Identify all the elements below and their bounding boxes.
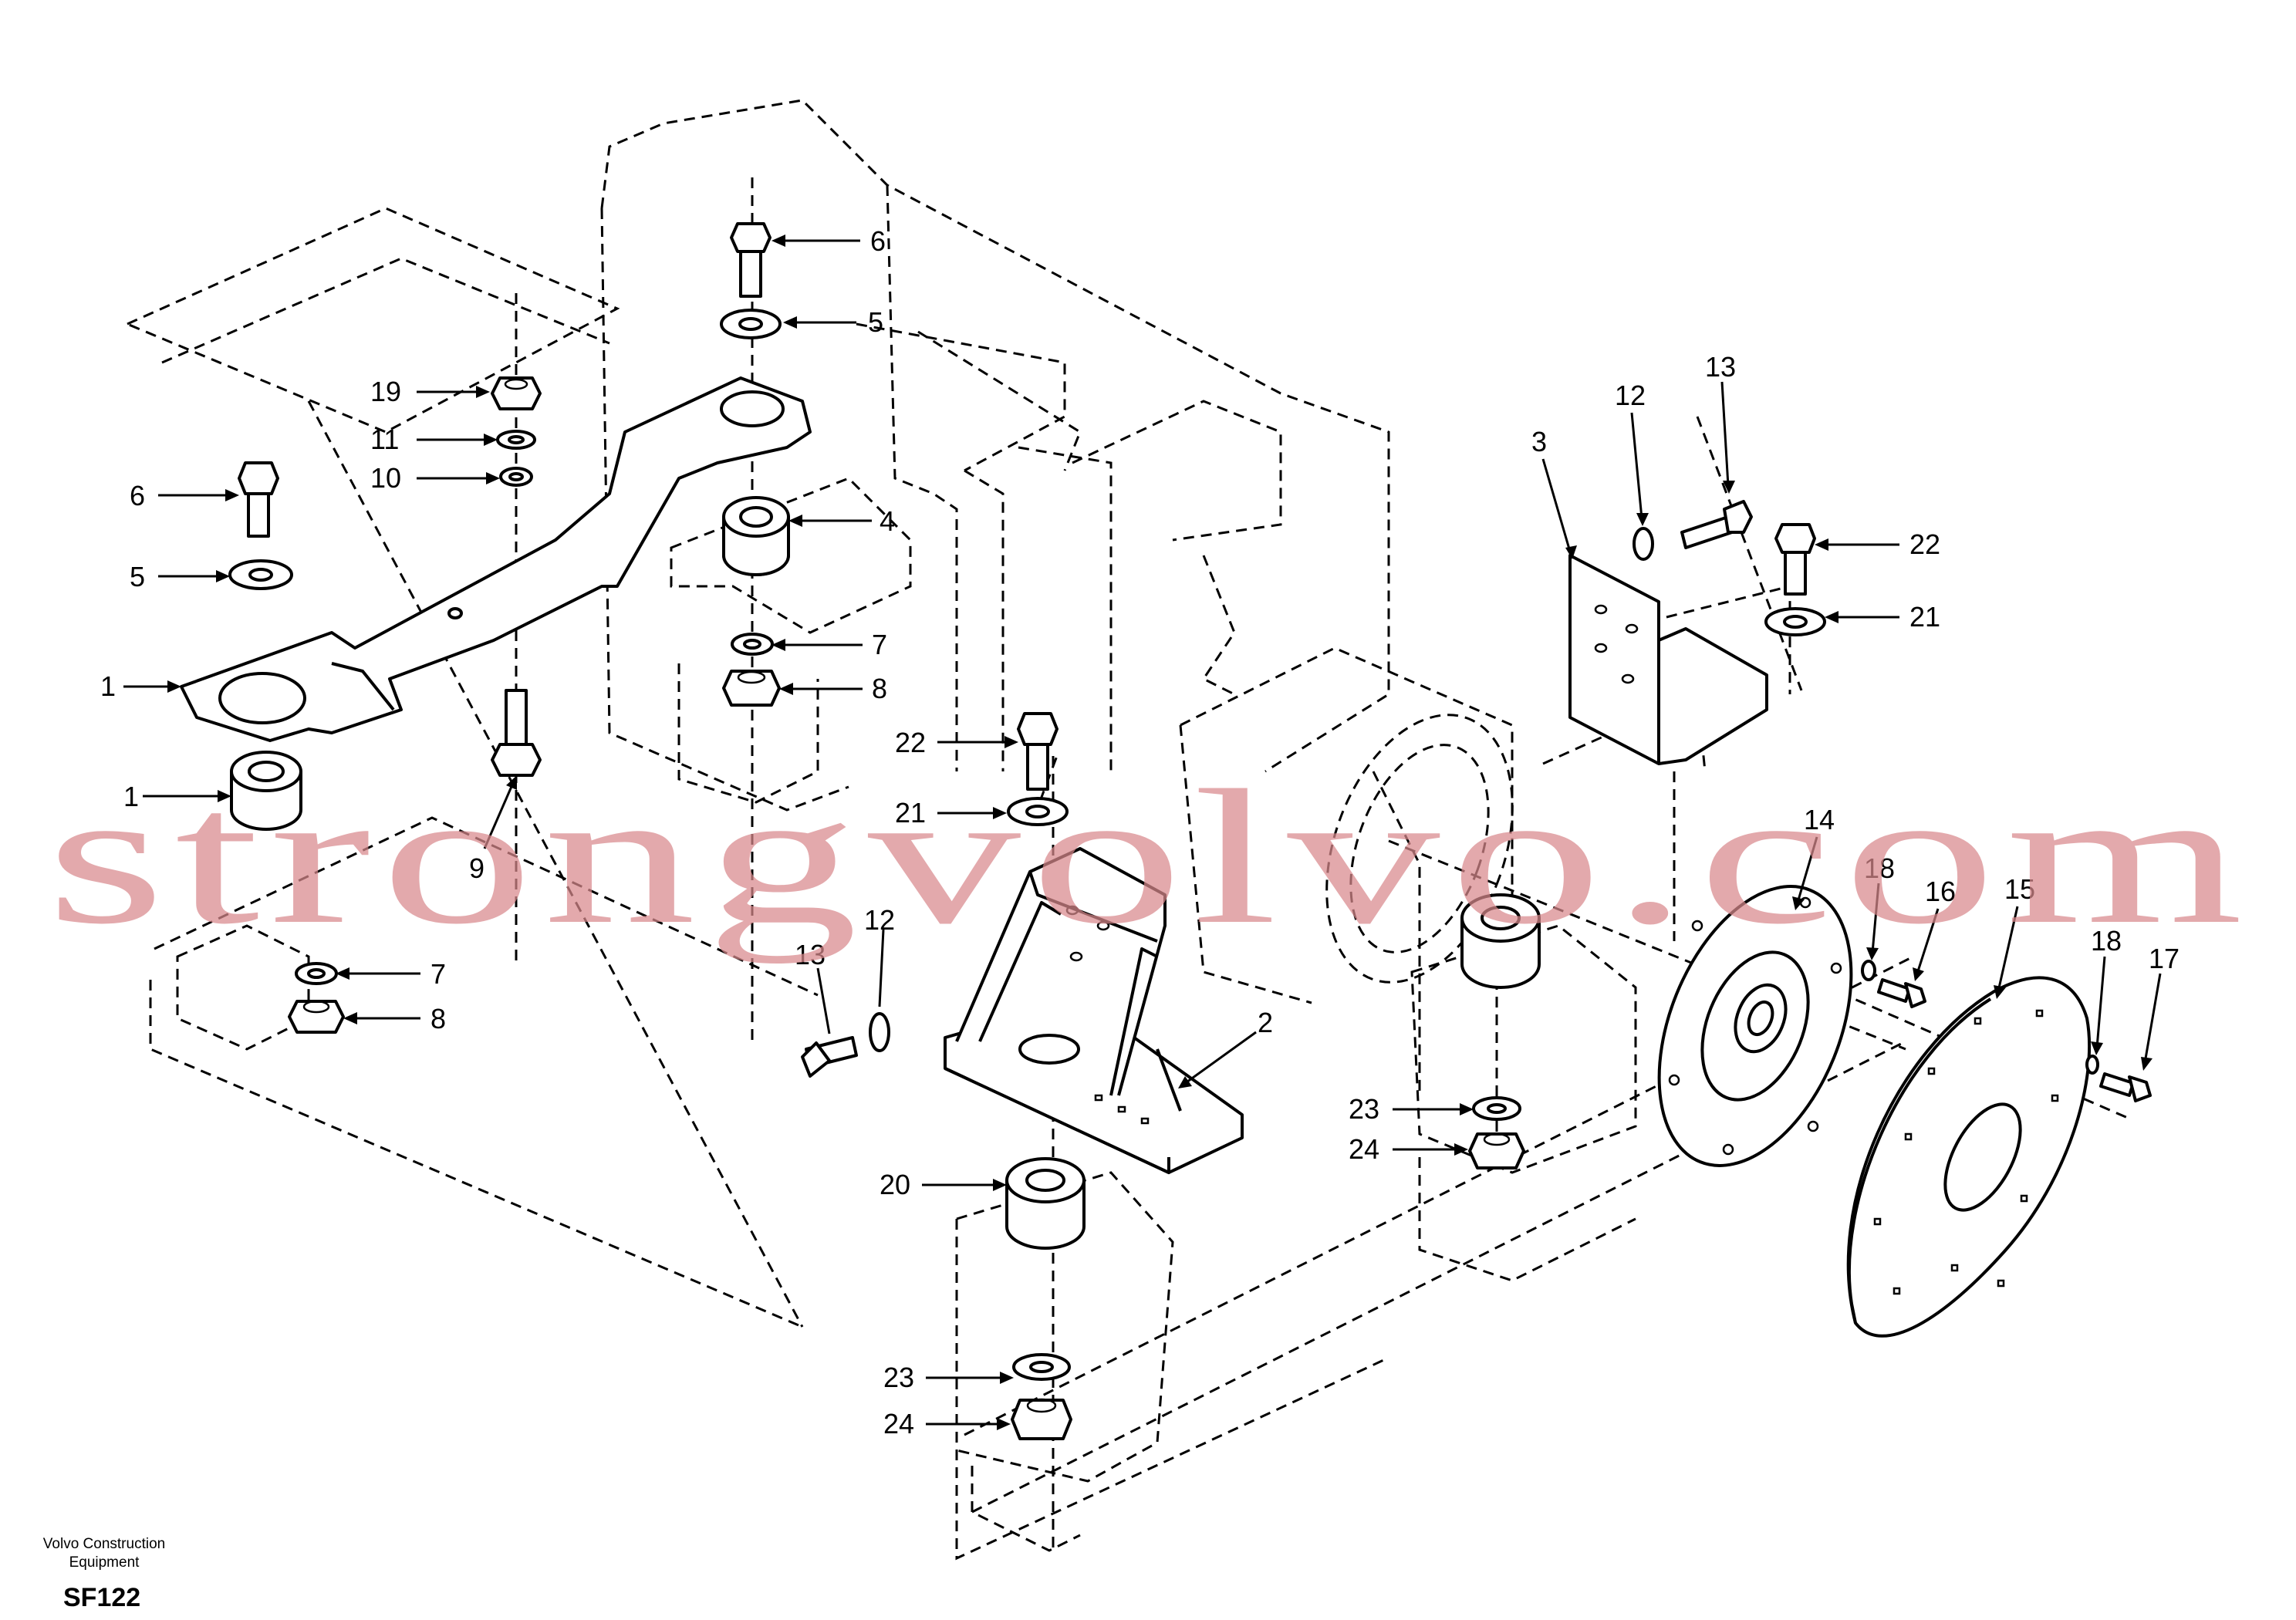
part-24-nut-low — [1011, 1398, 1072, 1440]
part-23-washer-mid — [1472, 1096, 1521, 1121]
part-8-nut-mid — [722, 670, 781, 707]
callout-8-low: 8 — [430, 1003, 446, 1034]
part-19-nut — [491, 376, 542, 410]
callout-17: 17 — [2149, 943, 2180, 974]
callout-8-mid: 8 — [872, 673, 887, 704]
callout-6-top: 6 — [870, 225, 886, 257]
callout-7-mid: 7 — [872, 629, 887, 660]
part-12-washer-lower — [869, 1012, 890, 1052]
callout-19: 19 — [370, 376, 401, 407]
part-8-nut-low — [288, 1000, 345, 1034]
company-line-1: Volvo Construction — [42, 1536, 166, 1552]
part-22-bolt-center — [1017, 712, 1059, 791]
callout-6-left: 6 — [130, 480, 145, 511]
part-1-lower-mount — [230, 751, 302, 831]
callout-3: 3 — [1531, 426, 1547, 457]
callout-24-low: 24 — [883, 1408, 914, 1439]
leader-lines — [123, 235, 2162, 1430]
part-18-washer-b — [2085, 1055, 2099, 1075]
part-20-rubber-mount — [1005, 1157, 1086, 1250]
right-rubber-mount — [1460, 893, 1541, 989]
part-15-flywheel-plate — [1846, 976, 2092, 1338]
part-13-bolt-upper — [1680, 500, 1753, 549]
callout-15: 15 — [2004, 873, 2035, 905]
callout-10: 10 — [370, 462, 401, 494]
callout-12-upper: 12 — [1615, 380, 1646, 411]
diagram-code: SF122 — [63, 1583, 141, 1612]
part-7-washer-low — [295, 962, 338, 985]
callout-4: 4 — [880, 505, 895, 537]
part-5-washer-left — [228, 559, 293, 590]
callout-7-low: 7 — [430, 958, 446, 990]
company-line-2: Equipment — [69, 1554, 140, 1571]
callout-1-upper: 1 — [100, 670, 116, 702]
callout-1-lower: 1 — [123, 781, 139, 812]
callout-24-mid: 24 — [1349, 1133, 1379, 1165]
callout-13-upper: 13 — [1705, 351, 1736, 383]
callout-23-low: 23 — [883, 1362, 914, 1393]
callout-18-a: 18 — [1864, 852, 1895, 884]
callout-2: 2 — [1258, 1007, 1273, 1038]
part-9-bolt — [491, 689, 542, 777]
part-24-nut-mid — [1468, 1132, 1525, 1169]
part-10-lock-washer — [499, 467, 533, 487]
part-6-bolt-top — [730, 222, 772, 298]
part-21-washer-right — [1764, 607, 1826, 636]
company-name: Volvo Construction Equipment — [31, 1535, 177, 1572]
part-18-washer-a — [1861, 960, 1876, 981]
part-21-washer-center — [1007, 797, 1069, 826]
callout-11: 11 — [370, 424, 399, 455]
part-22-bolt-right — [1774, 523, 1816, 596]
part-6-bolt-left — [238, 461, 279, 538]
part-14-hub-plate — [1657, 885, 1853, 1167]
callout-22-right: 22 — [1909, 528, 1940, 560]
callout-12-lower: 12 — [864, 904, 895, 936]
callout-22-center: 22 — [895, 727, 926, 758]
part-4-rubber-mount — [722, 496, 790, 576]
part-5-washer-top — [720, 309, 782, 339]
part-1-bracket-arm — [180, 376, 812, 742]
callout-13-lower: 13 — [795, 939, 826, 970]
callout-20: 20 — [880, 1169, 910, 1200]
part-13-bolt-lower — [801, 1036, 858, 1078]
part-23-washer-low — [1012, 1353, 1071, 1381]
engine-block-dashed — [600, 99, 1707, 1095]
part-3-angle-bracket — [1568, 554, 1768, 765]
part-17-bolt — [2099, 1072, 2152, 1102]
callout-16: 16 — [1925, 876, 1956, 907]
callout-21-center: 21 — [895, 797, 926, 829]
part-7-washer-mid — [731, 633, 774, 656]
callout-5-left: 5 — [130, 561, 145, 592]
part-12-washer-upper — [1633, 527, 1654, 561]
part-11-washer — [496, 430, 536, 450]
callout-9: 9 — [469, 852, 485, 884]
callout-21-right: 21 — [1909, 601, 1940, 633]
callout-23-mid: 23 — [1349, 1093, 1379, 1125]
watermark-text: strongvolvo.com — [46, 751, 2253, 964]
callout-5-top: 5 — [868, 306, 883, 338]
callout-labels: 6 5 19 11 10 6 5 1 1 4 7 8 9 7 8 22 21 1… — [100, 225, 2180, 1439]
callout-14: 14 — [1804, 804, 1835, 835]
part-2-bracket — [944, 847, 1244, 1174]
callout-18-b: 18 — [2091, 925, 2122, 957]
part-16-bolt — [1877, 978, 1926, 1008]
